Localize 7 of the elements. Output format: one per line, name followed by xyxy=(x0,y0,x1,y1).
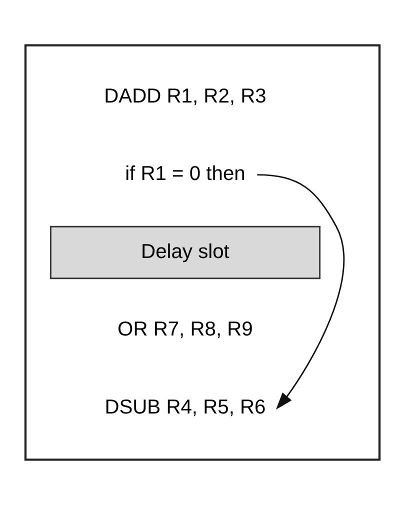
node-text: DADD R1, R2, R3 xyxy=(104,85,266,108)
node-text: if R1 = 0 then xyxy=(125,163,246,186)
node-text: OR R7, R8, R9 xyxy=(118,318,253,341)
node-text: DSUB R4, R5, R6 xyxy=(104,396,266,418)
arrow xyxy=(257,174,344,410)
cluster xyxy=(24,44,381,461)
node-box: Delay slot xyxy=(50,226,320,280)
